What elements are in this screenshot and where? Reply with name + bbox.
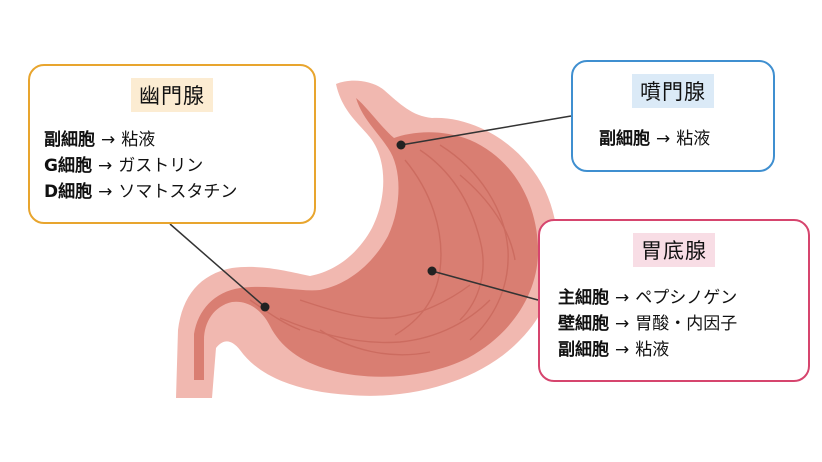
cardiac-gland-cells: 副細胞 → 粘液	[599, 126, 710, 152]
secretion: 粘液	[635, 340, 669, 360]
fundic-row: 主細胞 → ペプシノゲン	[558, 285, 737, 311]
fundic-gland-title: 胃底腺	[633, 233, 715, 267]
arrow: →	[615, 314, 629, 334]
fundic-gland-cells: 主細胞 → ペプシノゲン 壁細胞 → 胃酸・内因子 副細胞 → 粘液	[558, 285, 737, 363]
cell-name: G細胞	[44, 156, 92, 176]
arrow: →	[98, 156, 112, 176]
secretion: 粘液	[676, 129, 710, 149]
secretion: 胃酸・内因子	[635, 314, 737, 334]
arrow: →	[101, 130, 115, 150]
cell-name: 副細胞	[44, 130, 95, 150]
pyloric-gland-box: 幽門腺 副細胞→粘液 G細胞→ガストリン D細胞→ソマトスタチン	[28, 64, 316, 224]
arrow: →	[615, 340, 629, 360]
pyloric-gland-title: 幽門腺	[131, 78, 213, 112]
pyloric-gland-cells: 副細胞→粘液 G細胞→ガストリン D細胞→ソマトスタチン	[44, 127, 237, 205]
fundic-gland-box: 胃底腺 主細胞 → ペプシノゲン 壁細胞 → 胃酸・内因子 副細胞 → 粘液	[538, 219, 810, 382]
cell-name: 壁細胞	[558, 314, 609, 334]
cardiac-gland-box: 噴門腺 副細胞 → 粘液	[571, 60, 775, 172]
secretion: ペプシノゲン	[635, 288, 737, 308]
cell-name: D細胞	[44, 182, 92, 202]
cardiac-gland-title: 噴門腺	[632, 74, 714, 108]
arrow: →	[98, 182, 112, 202]
pyloric-pointer-dot	[261, 303, 270, 312]
cardiac-row: 副細胞 → 粘液	[599, 126, 710, 152]
arrow: →	[615, 288, 629, 308]
pyloric-row: G細胞 → ガストリン	[44, 153, 237, 179]
secretion: ソマトスタチン	[118, 182, 237, 202]
cell-name: 主細胞	[558, 288, 609, 308]
cell-name: 副細胞	[599, 129, 650, 149]
fundic-row: 壁細胞 → 胃酸・内因子	[558, 311, 737, 337]
fundic-pointer-dot	[428, 267, 437, 276]
fundic-row: 副細胞 → 粘液	[558, 337, 737, 363]
secretion: 粘液	[121, 130, 155, 150]
secretion: ガストリン	[118, 156, 203, 176]
cardiac-pointer-dot	[397, 141, 406, 150]
pyloric-row: 副細胞 → 粘液	[44, 127, 237, 153]
cell-name: 副細胞	[558, 340, 609, 360]
pyloric-row: D細胞 → ソマトスタチン	[44, 179, 237, 205]
arrow: →	[656, 129, 670, 149]
